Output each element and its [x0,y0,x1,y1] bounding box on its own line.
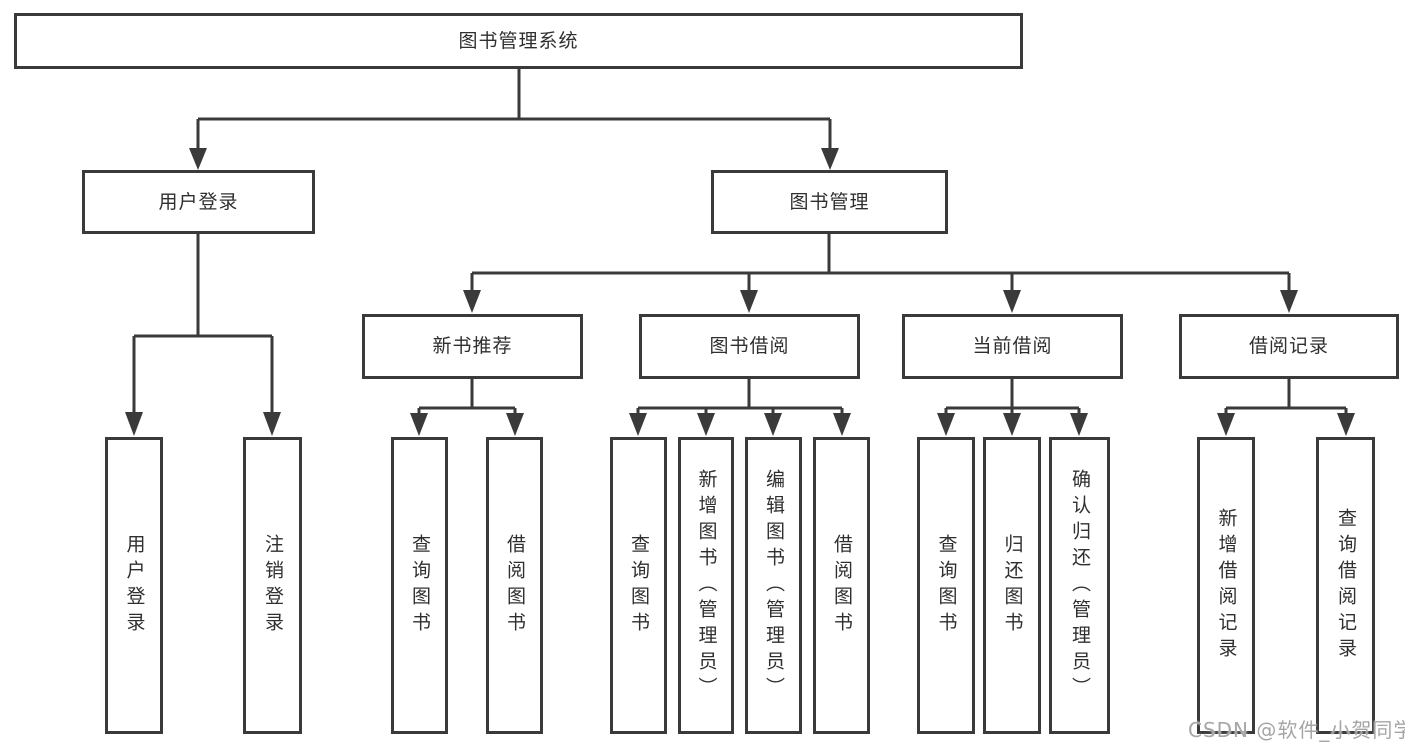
connector-new-book-branch [410,379,524,436]
leaf-add-borrow-record-label: 新增借阅记录 [1215,507,1238,664]
leaf-user-login: 用户登录 [105,437,163,734]
leaf-borrow-books-label: 借阅图书 [831,533,853,638]
connector-borrow-records-branch [1217,379,1355,436]
node-book-borrow-label: 图书借阅 [709,335,790,357]
leaf-add-books-admin: 新增图书（管理员） [678,437,734,734]
node-user-login-label: 用户登录 [158,190,239,213]
leaf-logout-login-label: 注销登录 [262,533,284,638]
leaf-query-books-current: 查询图书 [917,437,975,734]
connector-current-borrow-branch [937,379,1088,436]
leaf-borrow-books: 借阅图书 [813,437,870,734]
node-user-login: 用户登录 [82,170,315,234]
connector-book-management-branch [463,234,1298,313]
node-book-borrow: 图书借阅 [639,314,860,379]
csdn-watermark: CSDN @软件_小贺同学 [1188,718,1405,742]
node-book-management-label: 图书管理 [789,190,870,213]
leaf-query-books-borrow: 查询图书 [610,437,667,734]
connector-user-login-branch [125,234,281,436]
leaf-logout-login: 注销登录 [243,437,302,734]
leaf-confirm-return-admin-label: 确认归还（管理员） [1069,468,1091,703]
connector-book-borrow-branch [629,379,851,436]
node-current-borrow-label: 当前借阅 [972,335,1053,357]
leaf-query-borrow-record: 查询借阅记录 [1316,437,1375,734]
node-borrow-records-label: 借阅记录 [1248,335,1329,357]
leaf-return-books-label: 归还图书 [1001,533,1024,638]
node-book-management: 图书管理 [711,170,948,234]
leaf-edit-books-admin: 编辑图书（管理员） [745,437,802,734]
leaf-add-borrow-record: 新增借阅记录 [1197,437,1255,734]
leaf-query-books-current-label: 查询图书 [935,533,958,638]
leaf-edit-books-admin-label: 编辑图书（管理员） [763,468,785,703]
node-root-system: 图书管理系统 [14,13,1023,69]
leaf-query-borrow-record-label: 查询借阅记录 [1335,507,1357,664]
leaf-borrow-books-recommend: 借阅图书 [486,437,543,734]
leaf-add-books-admin-label: 新增图书（管理员） [695,468,718,703]
leaf-query-books-recommend: 查询图书 [391,437,448,734]
leaf-query-books-borrow-label: 查询图书 [628,533,650,638]
connector-root-to-level2 [189,69,839,170]
leaf-query-books-recommend-label: 查询图书 [409,533,431,638]
leaf-borrow-books-recommend-label: 借阅图书 [504,533,526,638]
leaf-user-login-label: 用户登录 [123,533,146,638]
leaf-confirm-return-admin: 确认归还（管理员） [1049,437,1110,734]
node-new-book-recommend: 新书推荐 [362,314,583,379]
node-borrow-records: 借阅记录 [1179,314,1399,379]
node-current-borrow: 当前借阅 [902,314,1123,379]
leaf-return-books: 归还图书 [983,437,1041,734]
node-root-system-label: 图书管理系统 [458,29,579,52]
node-new-book-recommend-label: 新书推荐 [432,335,513,357]
